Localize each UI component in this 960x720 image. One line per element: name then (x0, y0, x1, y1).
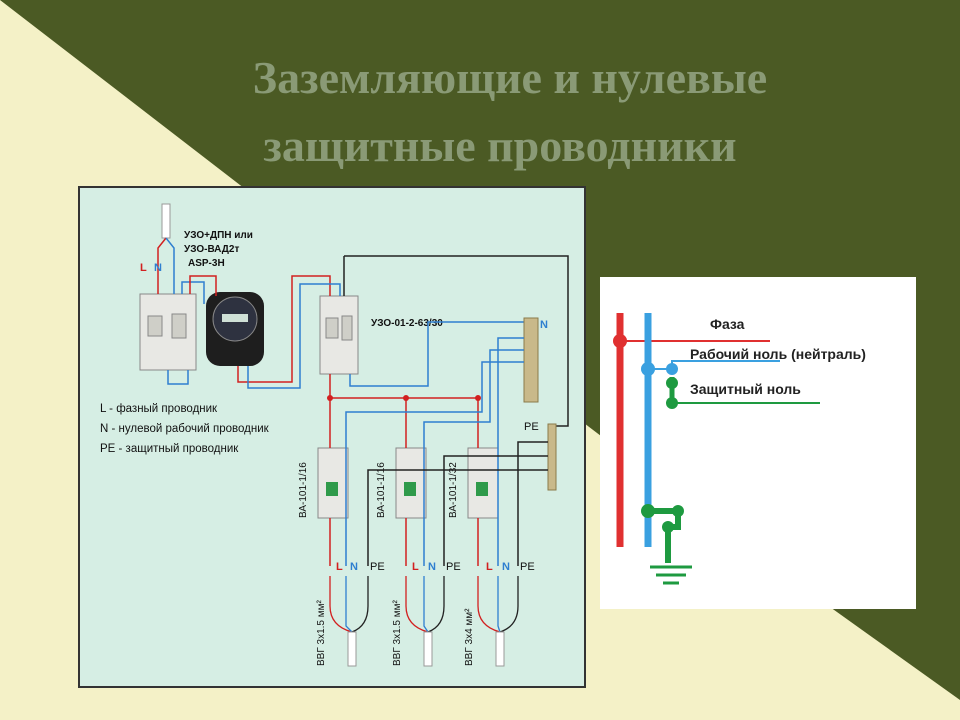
cable-2-label: ВВГ 3х1.5 мм² (392, 599, 403, 666)
out3-n: N (502, 561, 510, 573)
out2-n: N (428, 561, 436, 573)
ground-conductor (648, 508, 681, 563)
diagram-frame (78, 186, 586, 688)
breaker-2-label: ВА-101-1/16 (376, 462, 387, 518)
input-cable-icon (161, 203, 171, 239)
out3-pe: PE (520, 561, 535, 573)
uzo-dpn-label-3: ASP-3H (188, 258, 225, 269)
out1-l: L (336, 561, 343, 573)
ground-symbol-icon (650, 565, 692, 585)
out1-n: N (350, 561, 358, 573)
breaker-3 (467, 447, 499, 519)
out1-pe: PE (370, 561, 385, 573)
pe-bus-bar (547, 423, 557, 491)
breaker-1 (317, 447, 349, 519)
uzo-dpn-label-1: УЗО+ДПН или (184, 230, 253, 241)
legend-n: N - нулевой рабочий проводник (100, 423, 270, 435)
breaker-1-label: ВА-101-1/16 (298, 462, 309, 518)
breaker-2 (395, 447, 427, 519)
wiring-diagram: L N УЗО+ДПН или УЗО-ВАД2т ASP-3H УЗО-01-… (78, 186, 586, 688)
phase-label: Фаза (710, 316, 745, 332)
cable-2-icon (423, 631, 433, 667)
slide-title-line2: защитные проводники (263, 120, 737, 171)
cable-3-label: ВВГ 3х4 мм² (464, 608, 475, 666)
legend-pe: PE - защитный проводник (100, 443, 239, 455)
pe-bus-label: PE (524, 421, 539, 433)
n-bus-label: N (540, 319, 548, 331)
electricity-meter (206, 292, 264, 366)
out2-l: L (412, 561, 419, 573)
out2-pe: PE (446, 561, 461, 573)
cable-1-label: ВВГ 3х1.5 мм² (316, 599, 327, 666)
legend-l: L - фазный проводник (100, 403, 218, 415)
cable-1-icon (347, 631, 357, 667)
protective-label: Защитный ноль (690, 381, 801, 397)
uzo-main-device (319, 295, 359, 375)
input-l-label: L (140, 262, 147, 274)
n-bus-bar (523, 317, 539, 403)
breaker-3-label: ВА-101-1/32 (448, 462, 459, 518)
uzo-dpn-label-2: УЗО-ВАД2т (184, 244, 239, 255)
input-n-label: N (154, 262, 162, 274)
grounding-schematic: Фаза Рабочий ноль (нейтраль) Защитный но… (600, 277, 916, 609)
schematic-frame (600, 277, 916, 609)
cable-3-icon (495, 631, 505, 667)
slide-title-line1: Заземляющие и нулевые (252, 52, 768, 103)
work-neutral-label: Рабочий ноль (нейтраль) (690, 346, 866, 362)
uzo-dpn-device (139, 293, 197, 371)
out3-l: L (486, 561, 493, 573)
uzo-main-label: УЗО-01-2-63/30 (371, 318, 443, 329)
